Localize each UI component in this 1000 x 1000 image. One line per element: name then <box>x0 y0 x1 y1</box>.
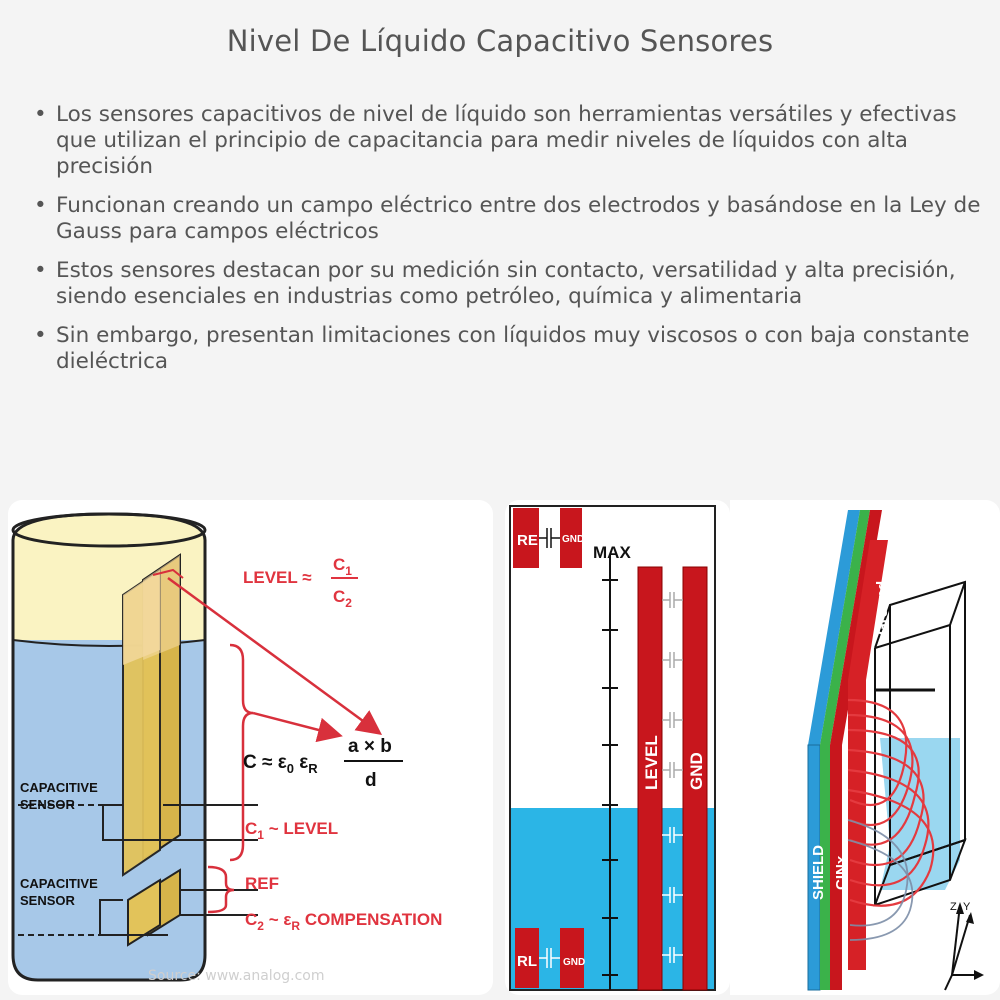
axis-y-label: Y <box>963 901 971 913</box>
container-water <box>880 738 960 890</box>
cinx-layer <box>830 510 882 990</box>
layered-sensor-panel: SHIELD CINx Ground Z Y <box>730 500 1000 995</box>
bullet-item: Funcionan creando un campo eléctrico ent… <box>30 193 985 245</box>
max-label: MAX <box>593 543 631 562</box>
electrode-bar-diagram: MAX RE GND LEVEL GND RL <box>509 505 716 991</box>
sensor-label-top-2: SENSOR <box>20 797 76 812</box>
c2-compensation-label: C2 ~ εR COMPENSATION <box>245 910 442 933</box>
liquid-surface <box>12 639 206 647</box>
axis-indicator <box>944 904 980 991</box>
bullet-item: Los sensores capacitivos de nivel de líq… <box>30 102 985 180</box>
bullet-item: Sin embargo, presentan limitaciones con … <box>30 323 985 375</box>
tank-diagram-panel: LEVEL ≈ C1 C2 C ≈ ε0 εR a × b d CAPACITI… <box>8 500 493 995</box>
axis-z-label: Z <box>950 901 957 913</box>
water-fill <box>511 808 714 989</box>
c2-subscript: 2 <box>345 596 352 610</box>
sensor-label-bottom-1: CAPACITIVE <box>20 876 98 891</box>
ref-electrode-front <box>127 878 161 947</box>
svg-text:C1: C1 <box>333 555 352 578</box>
tank-diagram: LEVEL ≈ C1 C2 C ≈ ε0 εR a × b d CAPACITI… <box>11 512 442 984</box>
ref-brace <box>207 865 235 914</box>
level-bar-label: LEVEL <box>642 735 661 790</box>
sensor-label-top-1: CAPACITIVE <box>20 780 98 795</box>
capacitor-symbols <box>662 592 683 778</box>
bullet-list: Los sensores capacitivos de nivel de líq… <box>30 102 985 388</box>
arrow-to-formula-top <box>167 576 383 735</box>
gnd-label-top: GND <box>562 534 584 545</box>
c1-level-label: C1 ~ LEVEL <box>245 819 338 842</box>
formula-denominator: d <box>365 770 377 791</box>
field-lines <box>847 698 935 907</box>
gnd-block-bottom <box>560 928 584 988</box>
svg-text:C2: C2 <box>333 587 352 610</box>
page-title: Nivel De Líquido Capacitivo Sensores <box>226 24 774 58</box>
sensor-label-bottom-2: SENSOR <box>20 893 76 908</box>
bullet-item: Estos sensores destacan por su medición … <box>30 258 985 310</box>
tank-rim <box>11 512 207 548</box>
c2-symbol: C <box>333 587 345 606</box>
gnd-block-top <box>560 508 582 568</box>
cinx-label: CINx <box>833 855 850 890</box>
level-ratio-label: LEVEL ≈ <box>243 568 312 587</box>
gnd-bar <box>682 566 708 991</box>
ref-label: REF <box>245 874 279 893</box>
level-bar <box>637 566 663 991</box>
re-block <box>513 508 539 568</box>
re-label: RE <box>517 532 538 549</box>
layered-sensor-diagram: SHIELD CINx Ground Z Y <box>807 510 984 991</box>
rl-block <box>515 928 539 988</box>
c1-symbol: C <box>333 555 345 574</box>
c1-subscript: 1 <box>345 564 352 578</box>
source-credit: Source: www.analog.com <box>148 968 325 984</box>
ground-label: Ground <box>874 581 891 635</box>
formula-numerator: a × b <box>348 736 392 757</box>
capacitance-formula: C ≈ ε0 εR <box>243 752 318 776</box>
arrow-to-formula-brace <box>252 711 343 743</box>
gnd-bar-label: GND <box>687 752 706 790</box>
electrode-bar-panel: MAX RE GND LEVEL GND RL <box>505 500 730 995</box>
gnd-label-bottom: GND <box>563 957 585 968</box>
rl-label: RL <box>517 953 537 970</box>
capacitor-symbols-submerged <box>662 827 683 963</box>
shield-label: SHIELD <box>810 845 827 900</box>
